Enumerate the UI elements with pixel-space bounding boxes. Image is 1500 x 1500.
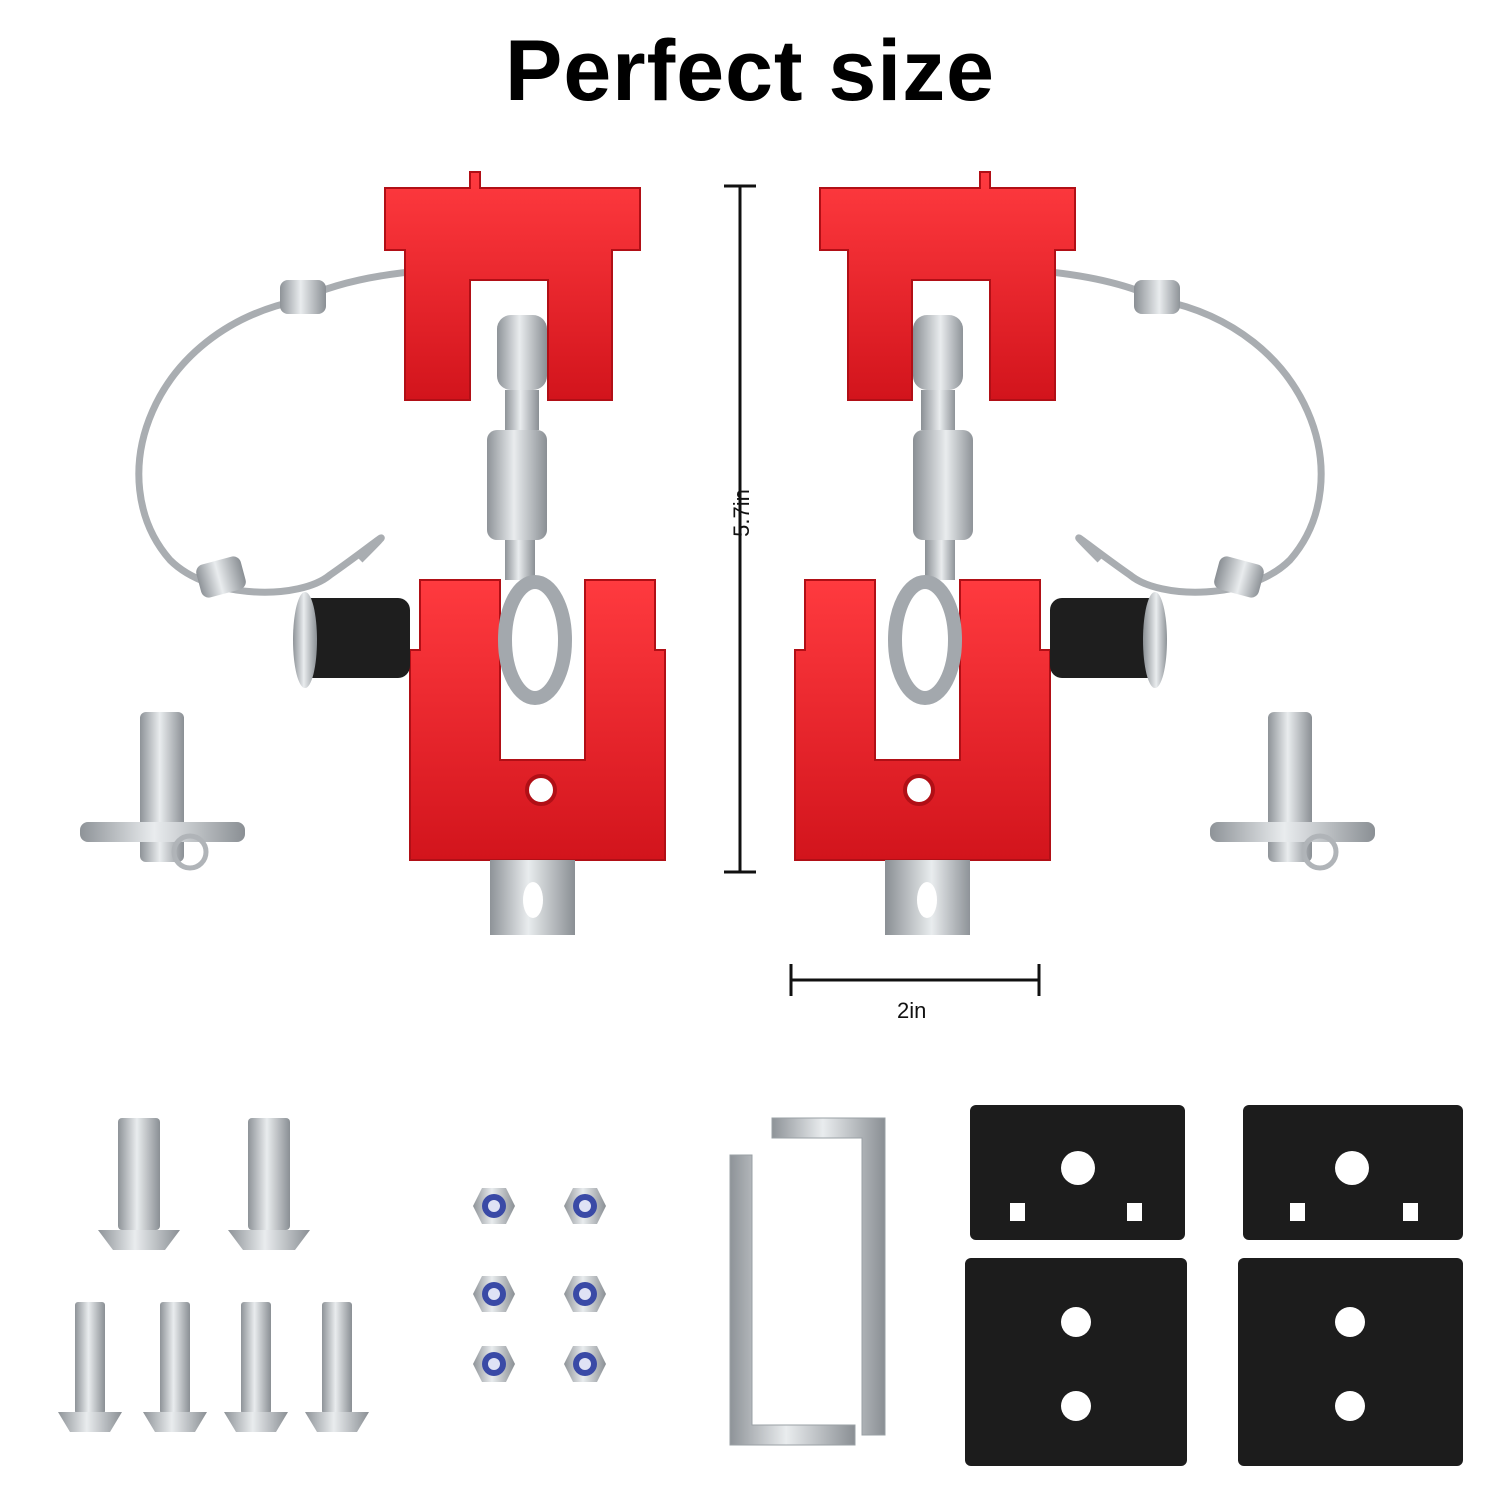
small-screw	[305, 1302, 369, 1432]
large-screw	[98, 1118, 180, 1250]
large-screw	[228, 1118, 310, 1250]
left-base-bracket	[409, 579, 666, 861]
left-safety-cable	[135, 296, 385, 596]
nut	[473, 1188, 515, 1224]
title: Perfect size	[504, 23, 996, 119]
height-dimension-label: 5.7in	[729, 489, 754, 537]
right-hood-latch	[794, 171, 1325, 935]
mounting-pad	[1238, 1258, 1463, 1466]
mounting-pad	[965, 1258, 1187, 1466]
width-dimension-label: 2in	[897, 998, 927, 1023]
mounting-pad	[1243, 1105, 1463, 1240]
nut	[473, 1346, 515, 1382]
small-screw	[143, 1302, 207, 1432]
left-hood-latch	[135, 171, 666, 935]
left-key	[80, 712, 245, 871]
height-dimension-line	[724, 184, 756, 874]
nut	[473, 1276, 515, 1312]
width-dimension-line	[789, 964, 1041, 996]
hex-key	[729, 1117, 886, 1446]
left-top-catch	[384, 171, 641, 401]
nut	[564, 1276, 606, 1312]
nut	[564, 1188, 606, 1224]
right-key	[1210, 712, 1375, 871]
mounting-pad	[970, 1105, 1185, 1240]
nut	[564, 1346, 606, 1382]
small-screw	[224, 1302, 288, 1432]
small-screw	[58, 1302, 122, 1432]
